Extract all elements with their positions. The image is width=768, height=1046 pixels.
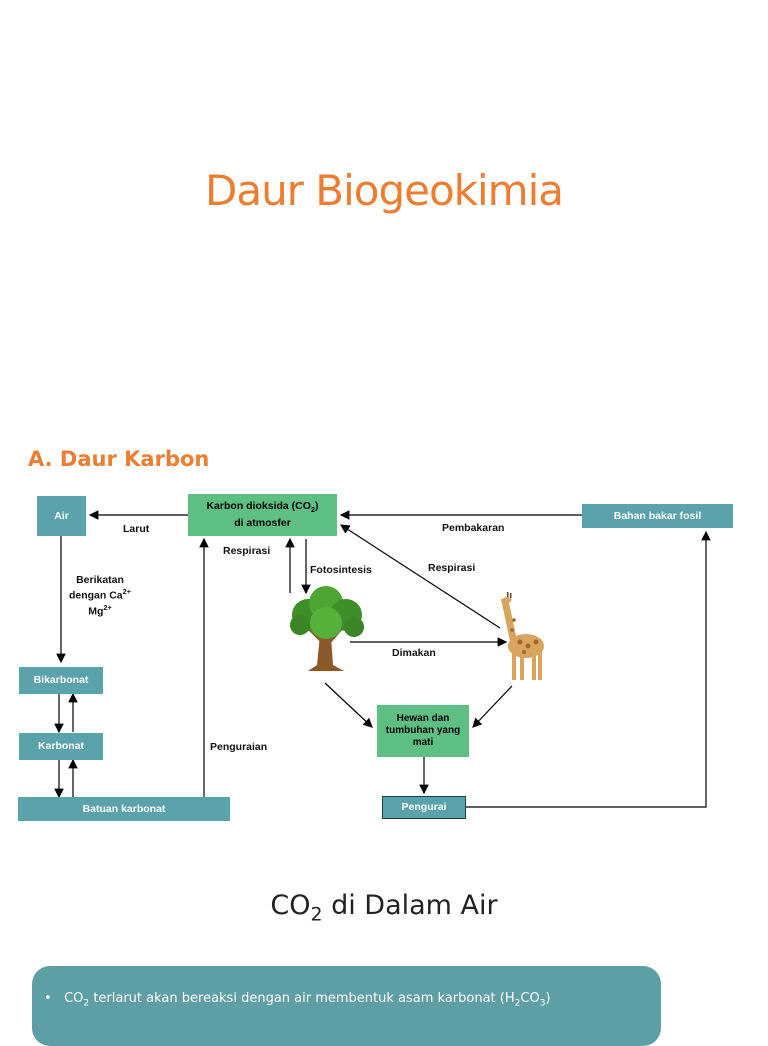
node-co2-line1: Karbon dioksida (CO2) (206, 500, 319, 515)
dead-line2: tumbuhan yang (385, 725, 461, 736)
berikatan-line3: Mg2+ (88, 602, 112, 618)
section-subtitle: CO2 di Dalam Air (270, 890, 498, 926)
label-dimakan: Dimakan (392, 647, 436, 659)
node-co2-atmosphere: Karbon dioksida (CO2) di atmosfer (188, 494, 337, 536)
berikatan-line1: Berikatan (76, 574, 124, 586)
bullet-item: • CO2 terlarut akan bereaksi dengan air … (44, 991, 551, 1009)
label-respirasi-tree: Respirasi (223, 545, 271, 557)
tree-icon (290, 586, 364, 671)
label-respirasi-animal: Respirasi (428, 562, 476, 574)
node-karbonat: Karbonat (19, 733, 103, 760)
node-co2-line2: di atmosfer (234, 516, 291, 529)
node-bikarbonat: Bikarbonat (19, 667, 103, 694)
label-penguraian: Penguraian (210, 741, 268, 753)
berikatan-line2: dengan Ca2+ (68, 587, 132, 602)
label-berikatan: Berikatan dengan Ca2+ Mg2+ (65, 574, 135, 617)
node-bikarbonat-label: Bikarbonat (33, 674, 89, 686)
node-air-label: Air (54, 509, 69, 522)
page-title: Daur Biogeokimia (204, 166, 564, 215)
node-fossil-fuel: Bahan bakar fosil (582, 504, 733, 528)
section-heading: A. Daur Karbon (28, 447, 210, 471)
giraffe-icon (500, 592, 544, 680)
node-batuan-karbonat: Batuan karbonat (18, 797, 230, 821)
label-pembakaran: Pembakaran (442, 522, 505, 534)
node-pengurai: Pengurai (382, 796, 466, 819)
dead-line3: mati (412, 737, 434, 748)
node-dead-organisms: Hewan dan tumbuhan yang mati (377, 705, 469, 757)
node-air: Air (37, 496, 86, 536)
carbon-cycle-arrows (54, 510, 711, 808)
node-karbonat-label: Karbonat (37, 740, 85, 752)
label-larut: Larut (123, 523, 150, 535)
node-pengurai-label: Pengurai (401, 801, 447, 813)
node-batuan-label: Batuan karbonat (82, 802, 166, 815)
label-fotosintesis: Fotosintesis (310, 564, 372, 576)
node-fossil-label: Bahan bakar fosil (613, 509, 702, 522)
dead-line1: Hewan dan (396, 713, 450, 724)
